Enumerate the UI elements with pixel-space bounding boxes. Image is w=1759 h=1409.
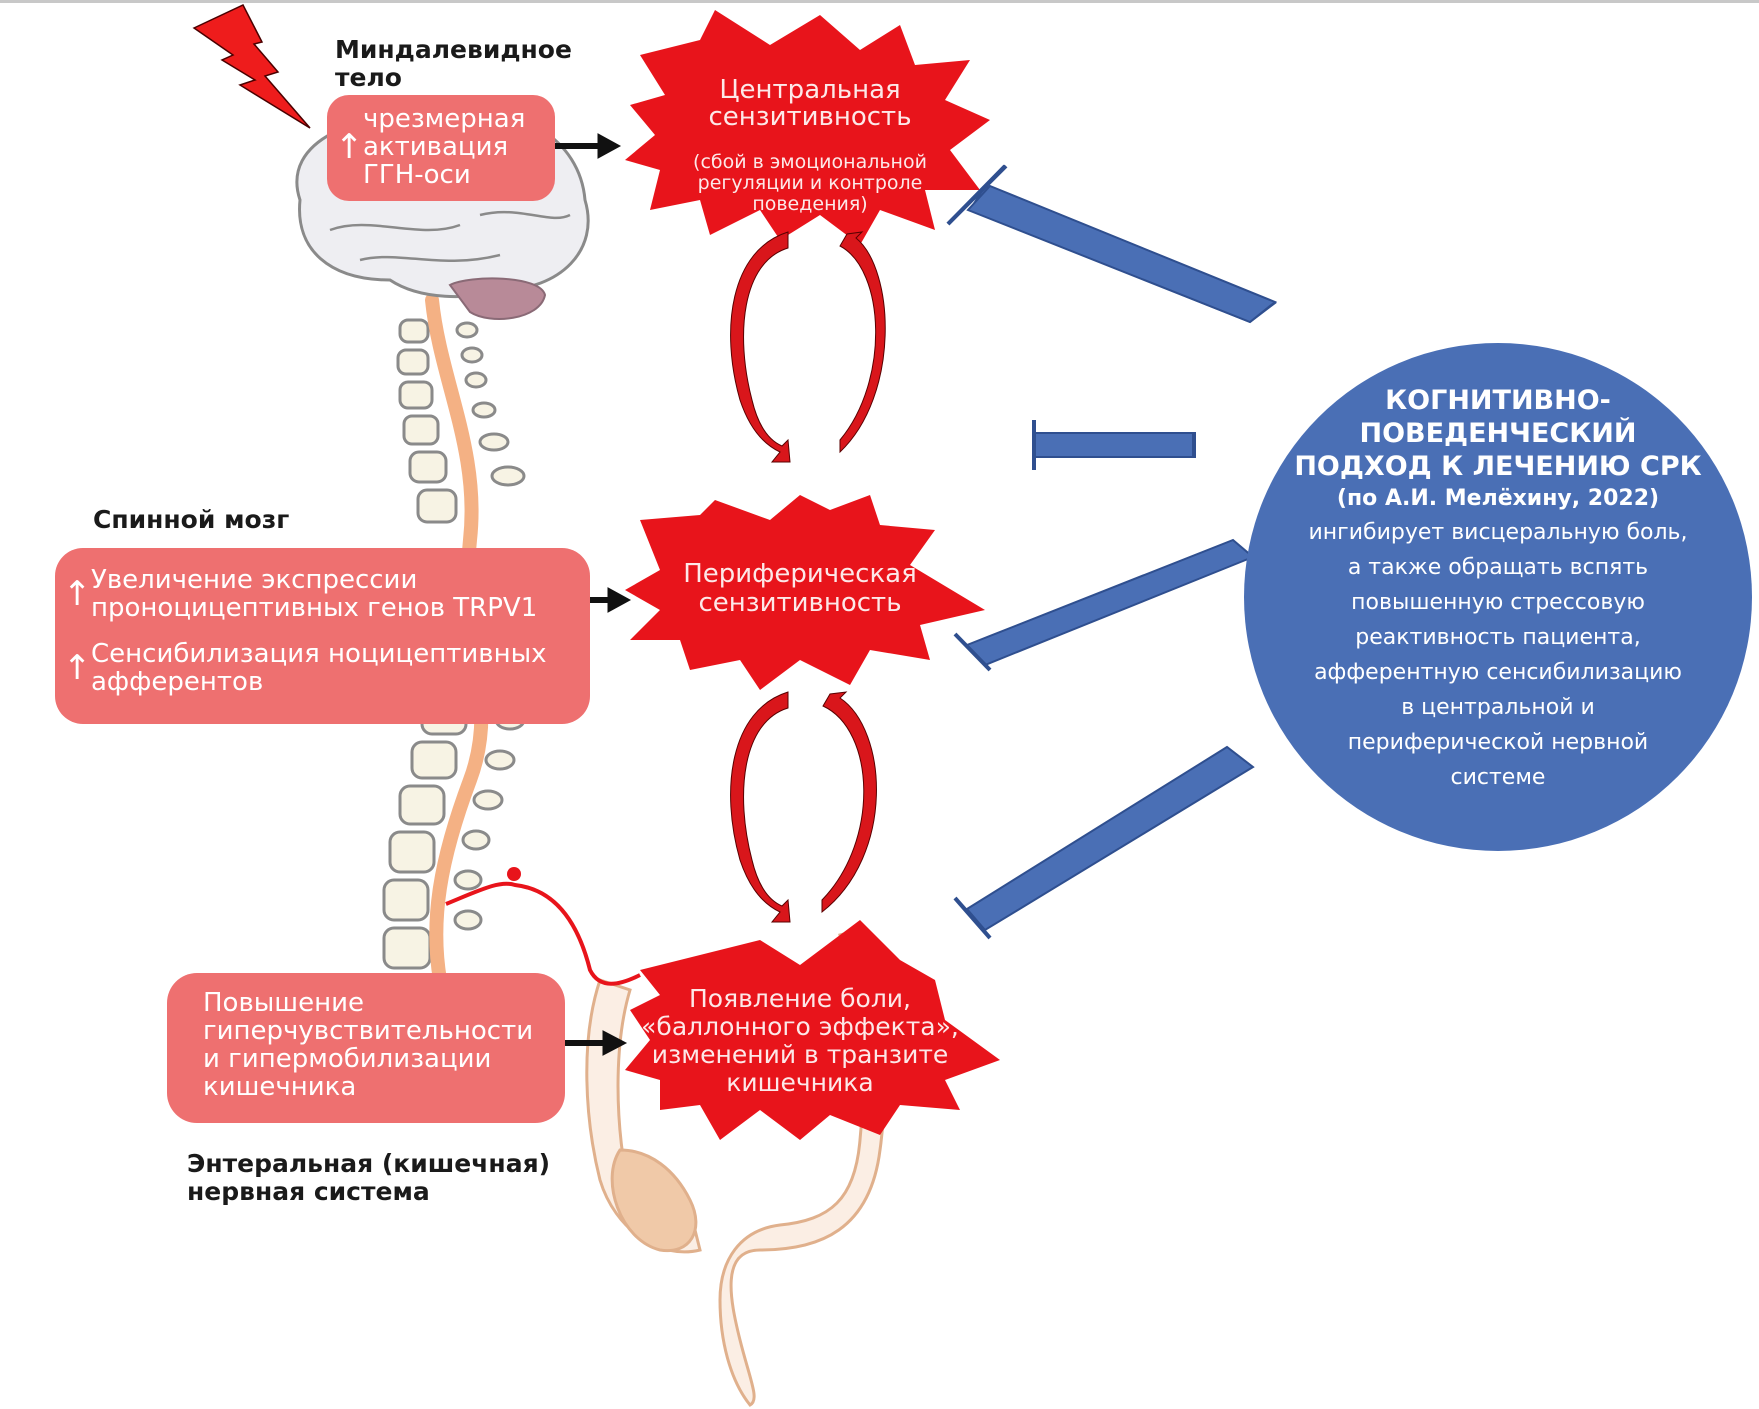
spinal-effect-item: ↑ Увеличение экспрессии проноцицептивных… [63,566,582,622]
therapy-title: КОГНИТИВНО- ПОВЕДЕНЧЕСКИЙ ПОДХОД К ЛЕЧЕН… [1294,385,1702,482]
up-arrow-icon: ↑ [63,574,92,614]
gut-effect-text: Повышение гиперчувствительности и гиперм… [203,988,534,1102]
inhibition-t-bar-icon [1032,420,1194,470]
therapy-author: (по А.И. Мелёхину, 2022) [1336,486,1660,511]
central-sensitivity-star [625,10,990,245]
therapy-circle [1244,343,1752,851]
right-arrow-icon [565,1030,628,1056]
nerve-node [507,867,521,881]
therapy-description: ингибирует висцеральную боль, а также об… [1308,520,1688,790]
gut-symptoms-star [625,920,1000,1140]
right-arrow-icon [590,587,632,613]
inhibition-t-bar-icon [953,745,1255,940]
amygdala-effect-box: ↑ чрезмерная активация ГГН-оси [327,95,555,201]
spinal-effect-item: ↑ Сенсибилизация ноцицептивных афференто… [63,640,582,696]
spinal-effects-box: ↑ Увеличение экспрессии проноцицептивных… [55,548,590,724]
top-border [0,0,1759,3]
enteric-nervous-system-label: Энтеральная (кишечная) нервная система [187,1149,551,1206]
spine-illustration [382,318,526,970]
up-arrow-icon: ↑ [335,127,364,167]
inhibition-t-bar-icon [946,164,1277,324]
spinal-effect-text: Увеличение экспрессии проноцицептивных г… [91,565,538,623]
right-arrow-icon [555,133,622,159]
gut-symptoms-text: Появление боли, «баллонного эффекта», из… [641,984,959,1097]
enteric-nerve-line [445,881,641,986]
gut-effect-box: Повышение гиперчувствительности и гиперм… [167,973,565,1123]
up-arrow-icon: ↑ [63,648,92,688]
therapy-text: КОГНИТИВНО- ПОВЕДЕНЧЕСКИЙ ПОДХОД К ЛЕЧЕН… [1248,384,1748,795]
central-sensitivity-title: Центральная сензитивность [708,75,912,132]
peripheral-sensitivity-star [625,495,985,690]
circular-arrows-icon [730,691,877,923]
amygdala-effect-text: чрезмерная активация ГГН-оси [363,104,526,190]
spinal-cord-label: Спинной мозг [93,505,290,534]
spinal-effect-text: Сенсибилизация ноцицептивных афферентов [91,639,547,697]
amygdala-label: Миндалевидное тело [335,35,572,92]
peripheral-sensitivity-text: Периферическая сензитивность [683,559,917,618]
lightning-bolt-icon [192,4,311,129]
central-sensitivity-subtitle: (сбой в эмоциональной регуляции и контро… [693,151,927,215]
circular-arrows-icon [730,231,886,463]
central-sensitivity-text: Центральная сензитивность (сбой в эмоцио… [660,58,960,234]
